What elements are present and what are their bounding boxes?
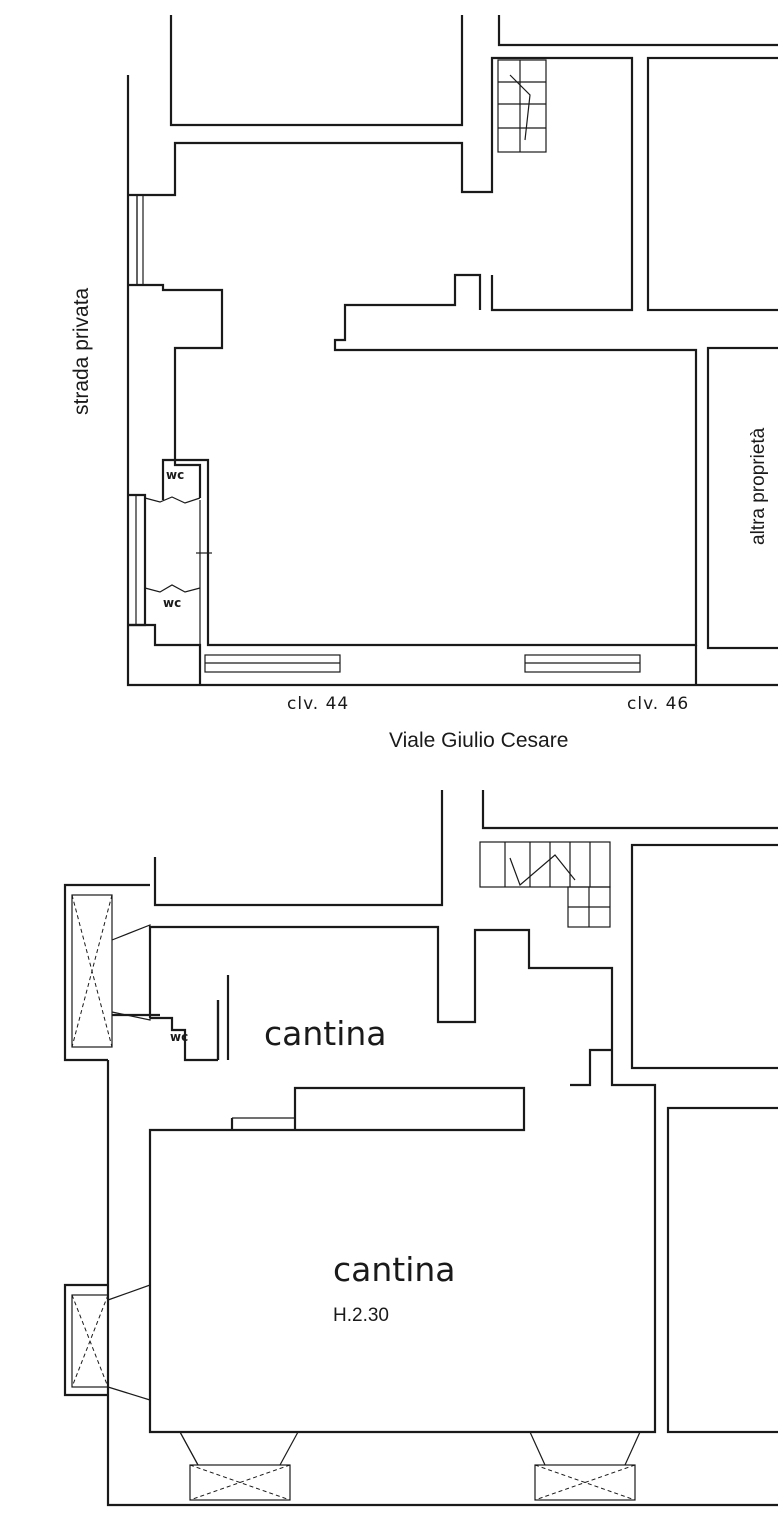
wc-upper-label: wc [166, 468, 185, 482]
civic-46-label: clv. 46 [627, 694, 690, 714]
ceiling-height-label: H.2.30 [333, 1305, 389, 1326]
street-side-label: strada privata [70, 287, 93, 415]
ground-floor-stairs [497, 59, 547, 153]
wc-lower-label: wc [163, 596, 182, 610]
basement-walls [63, 790, 778, 1507]
cantina-small-label: cantina [264, 1014, 387, 1053]
street-label: Viale Giulio Cesare [389, 729, 569, 752]
basement-stairs [479, 841, 611, 928]
ground-floor-windows [204, 654, 641, 673]
cantina-large-label: cantina [333, 1250, 456, 1289]
civic-44-label: clv. 44 [287, 694, 350, 714]
basement-wc-label: wc [170, 1030, 189, 1044]
neighbor-label: altra proprietà [748, 427, 769, 545]
ground-floor-walls [126, 15, 778, 687]
basement-lightwells [71, 894, 641, 1501]
